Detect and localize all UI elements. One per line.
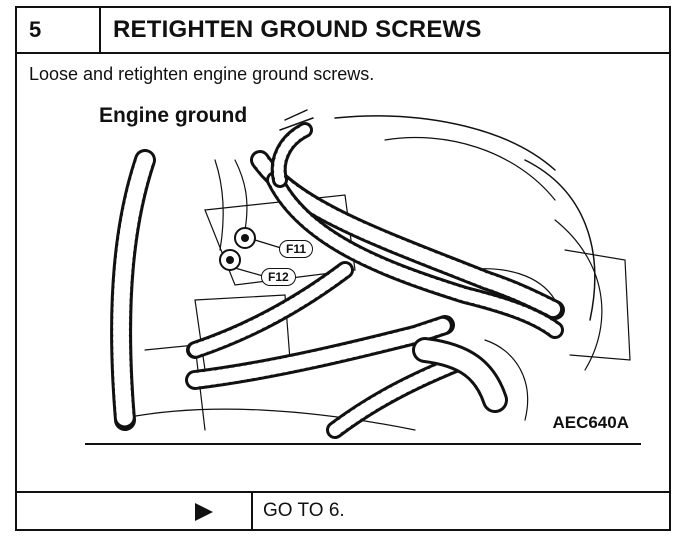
step-instruction: Loose and retighten engine ground screws… xyxy=(29,64,375,84)
go-to-next-step: GO TO 6. xyxy=(263,500,345,521)
step-result-row: GO TO 6. xyxy=(17,491,669,529)
engine-ground-illustration: Engine ground F11 F12 AEC640A xyxy=(85,100,645,445)
callout-f11: F11 xyxy=(279,240,314,258)
callout-f12: F12 xyxy=(261,268,296,286)
step-number: 5 xyxy=(17,8,101,52)
ground-screw-f12-icon xyxy=(219,249,241,271)
step-title: RETIGHTEN GROUND SCREWS xyxy=(113,16,482,43)
procedure-step-table: 5 RETIGHTEN GROUND SCREWS Loose and reti… xyxy=(15,6,671,531)
step-header: 5 RETIGHTEN GROUND SCREWS xyxy=(17,8,669,54)
ground-screw-f11-icon xyxy=(234,227,256,249)
result-arrow-cell xyxy=(17,493,253,529)
figure-label: Engine ground xyxy=(99,104,252,128)
right-arrow-icon xyxy=(195,503,213,521)
figure-code: AEC640A xyxy=(552,413,629,433)
engine-harness-drawing xyxy=(85,109,641,445)
